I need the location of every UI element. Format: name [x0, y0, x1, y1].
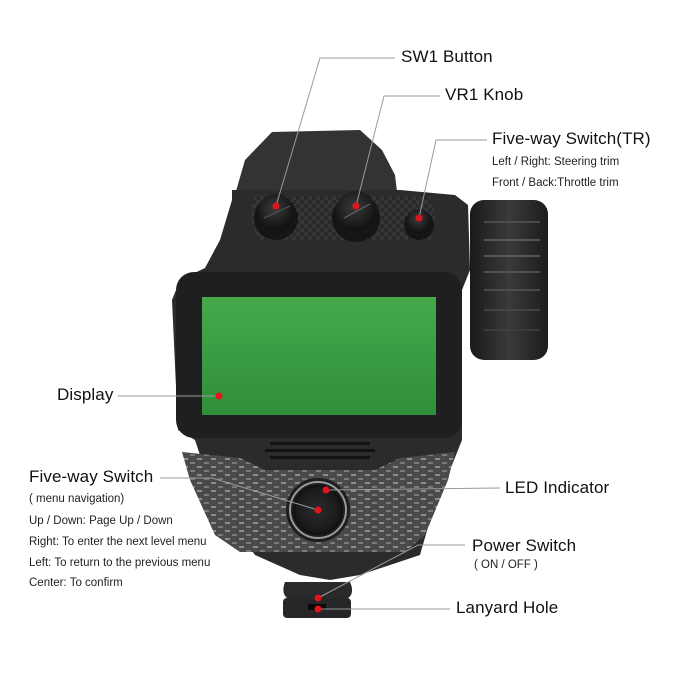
marker-tr: [415, 214, 423, 222]
marker-vr1: [352, 202, 360, 210]
marker-fiveway: [314, 506, 322, 514]
label-tr-line-1: Left / Right: Steering trim: [492, 156, 620, 168]
label-vr1-knob: VR1 Knob: [445, 85, 524, 104]
marker-lanyard: [314, 605, 322, 613]
marker-dots: [215, 202, 423, 613]
label-fiveway-line-2: Up / Down: Page Up / Down: [29, 515, 173, 527]
sw1-button: [254, 194, 298, 240]
top-hood: [232, 130, 398, 205]
steering-wheel: [470, 200, 548, 360]
leader-lines: [118, 57, 501, 610]
label-fiveway-line-3: Right: To enter the next level menu: [29, 536, 207, 548]
label-lanyard-hole: Lanyard Hole: [456, 598, 559, 617]
label-led-indicator: LED Indicator: [505, 478, 610, 497]
display: [176, 272, 462, 438]
label-display: Display: [57, 385, 114, 404]
marker-power: [314, 594, 322, 602]
label-tr-switch: Five-way Switch(TR): [492, 129, 651, 148]
marker-led: [322, 486, 330, 494]
label-tr-line-2: Front / Back:Throttle trim: [492, 177, 619, 189]
label-power-switch: Power Switch: [472, 536, 577, 555]
label-sw1-button: SW1 Button: [401, 47, 493, 66]
marker-sw1: [272, 202, 280, 210]
label-fiveway-line-4: Left: To return to the previous menu: [29, 557, 211, 569]
label-fiveway-line-5: Center: To confirm: [29, 577, 123, 589]
speaker-grille: [265, 442, 375, 459]
label-fiveway-line-1: ( menu navigation): [29, 493, 125, 505]
label-five-way-switch: Five-way Switch: [29, 467, 154, 486]
vr1-knob: [332, 191, 380, 242]
marker-display: [215, 392, 223, 400]
label-power-line-1: ( ON / OFF ): [474, 559, 538, 571]
